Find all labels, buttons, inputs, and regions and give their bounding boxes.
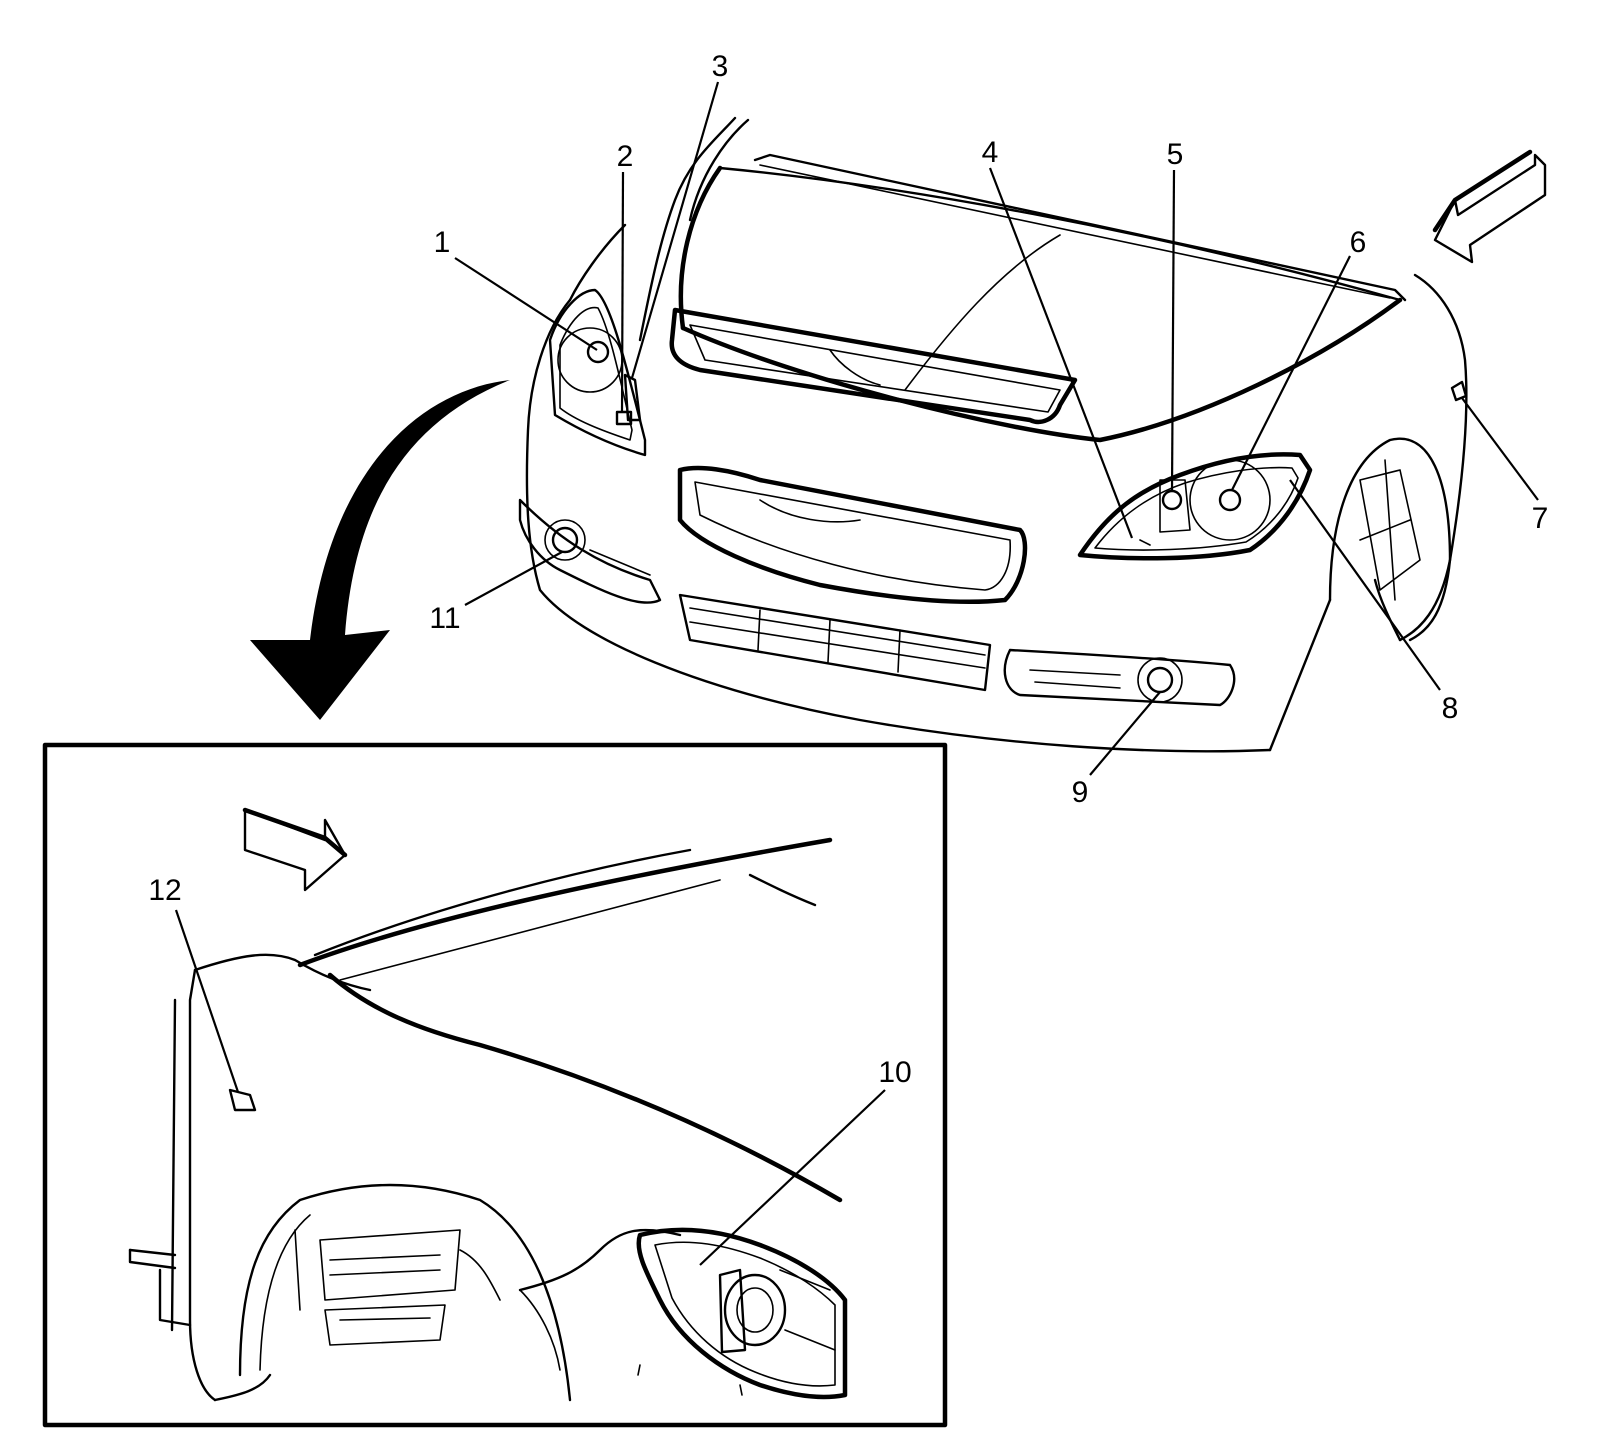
hood [678, 153, 1407, 443]
leader-line-2 [620, 171, 625, 413]
detail-arrow [250, 380, 510, 720]
callout-5: 5 [1167, 138, 1184, 171]
detail-fog-lamp [636, 1227, 848, 1400]
detail-view [42, 742, 948, 1428]
leader-line-11 [464, 551, 563, 606]
callout-12: 12 [148, 874, 181, 907]
callout-3: 3 [712, 50, 729, 83]
leader-line-5 [1170, 169, 1176, 493]
leader-line-3 [630, 81, 720, 379]
grille [669, 307, 1078, 605]
left-headlamp [548, 288, 647, 457]
callout-8: 8 [1442, 692, 1459, 725]
callout-9: 9 [1072, 776, 1089, 809]
leader-line-1 [454, 257, 598, 351]
view-direction-arrow-detail [242, 807, 348, 892]
leader-line-6 [1231, 255, 1351, 491]
leader-line-7 [1461, 397, 1539, 501]
callout-10: 10 [878, 1056, 911, 1089]
leader-line-8 [1289, 479, 1441, 691]
right-headlamp [1077, 452, 1313, 561]
leader-line-12 [174, 909, 240, 1093]
callout-7: 7 [1532, 502, 1549, 535]
detail-fender [128, 837, 843, 1402]
detail-frame [42, 742, 948, 1428]
front-bumper [518, 498, 1236, 707]
callout-11: 11 [429, 602, 460, 635]
body-outline [525, 116, 1468, 753]
vehicle-front-view [250, 116, 1547, 753]
detail-wheel-well [238, 1183, 572, 1402]
detail-bumper [518, 1228, 743, 1396]
callout-6: 6 [1350, 226, 1367, 259]
leader-line-10 [699, 1089, 886, 1266]
detail-side-marker [228, 1088, 257, 1112]
callout-2: 2 [617, 140, 634, 173]
view-direction-arrow-top [1432, 149, 1547, 264]
leader-line-9 [1089, 691, 1161, 776]
callouts: 1 2 3 4 5 6 7 8 9 10 11 12 [148, 50, 1549, 1266]
callout-4: 4 [982, 136, 999, 169]
callout-1: 1 [434, 226, 451, 259]
leader-line-4 [988, 167, 1134, 539]
side-marker-lamp [1450, 380, 1468, 402]
wheel-opening [1328, 437, 1452, 642]
